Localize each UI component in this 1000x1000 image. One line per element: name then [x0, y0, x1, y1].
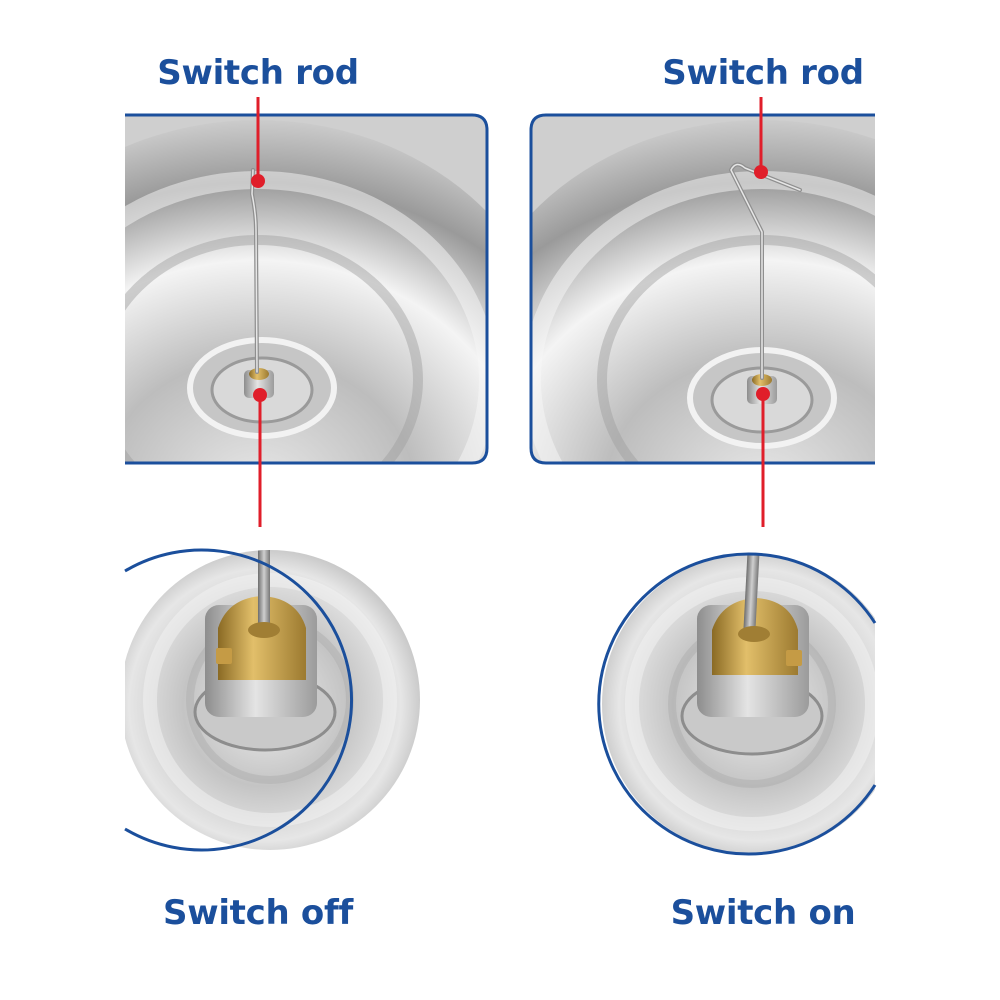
- photo-frame: [529, 113, 875, 465]
- nut-marker: [756, 387, 770, 401]
- detail-frame: [124, 548, 354, 852]
- detail-circle-on: [597, 540, 935, 870]
- bowl-photo-on: [529, 113, 875, 465]
- nut-marker: [253, 388, 267, 402]
- pointer-right: [754, 97, 770, 527]
- switch-rod-label-right: Switch rod: [662, 53, 864, 93]
- pointer-left: [251, 97, 267, 527]
- photo-frame: [125, 113, 489, 465]
- rod-marker: [251, 174, 265, 188]
- switch-off-label: Switch off: [163, 893, 353, 933]
- switch-on-label: Switch on: [670, 893, 856, 933]
- switch-rod-label-left: Switch rod: [157, 53, 359, 93]
- detail-circle-off: [100, 540, 420, 870]
- detail-frame: [597, 552, 877, 856]
- rod-marker: [754, 165, 768, 179]
